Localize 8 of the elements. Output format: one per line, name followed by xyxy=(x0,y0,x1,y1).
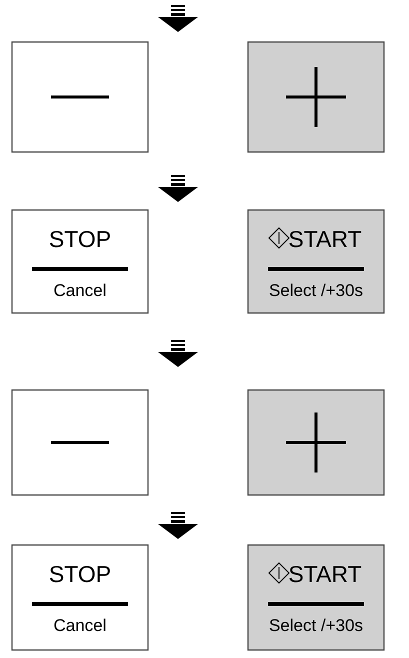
minus-button xyxy=(11,389,149,496)
start-button: START Select /+30s xyxy=(247,209,385,314)
stop-button: STOP Cancel xyxy=(11,209,149,314)
minus-button xyxy=(11,41,149,153)
plus-button xyxy=(247,389,385,496)
start-button: START Select /+30s xyxy=(247,544,385,651)
plus-button xyxy=(247,41,385,153)
stop-button: STOP Cancel xyxy=(11,544,149,651)
